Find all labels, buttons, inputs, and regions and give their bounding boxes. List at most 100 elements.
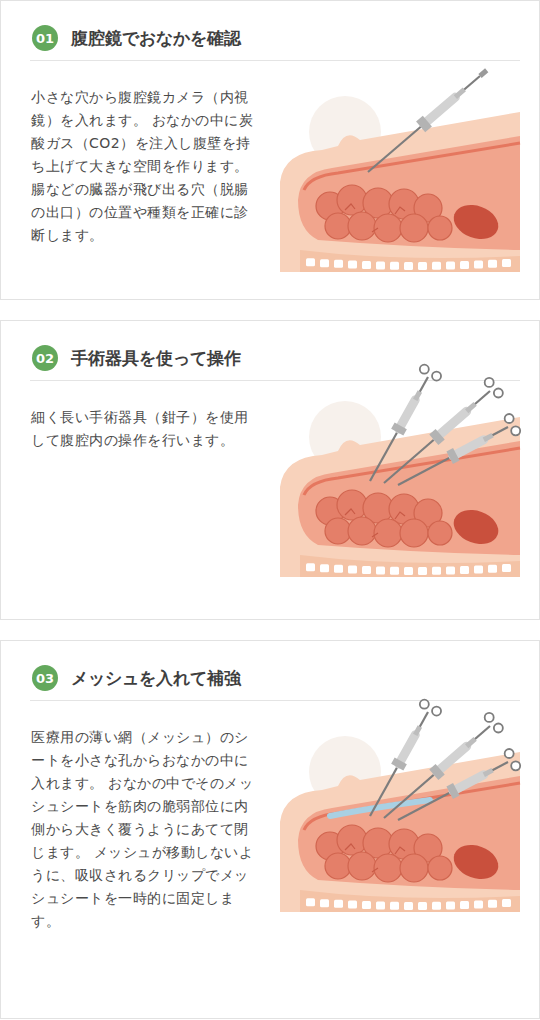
vertebra bbox=[502, 564, 511, 572]
step-number-circle: 01 bbox=[32, 25, 58, 51]
vertebra bbox=[376, 567, 385, 575]
intestine bbox=[325, 853, 351, 879]
trocar-valve bbox=[415, 392, 420, 400]
forceps-grip bbox=[505, 749, 514, 758]
forceps-grip bbox=[505, 414, 514, 423]
step-number-circle: 02 bbox=[32, 345, 58, 371]
forceps-grip bbox=[511, 426, 520, 435]
instrument-shaft bbox=[370, 712, 428, 816]
vertebra bbox=[334, 565, 343, 573]
vertebra bbox=[432, 567, 441, 575]
step-description: 小さな穴から腹腔鏡カメラ（内視鏡）を入れます。 おなかの中に炭酸ガス（CO2）を… bbox=[31, 86, 257, 247]
peritoneum bbox=[304, 143, 520, 190]
forceps-grip bbox=[494, 389, 503, 398]
intestine bbox=[337, 490, 367, 520]
surgical-instrument bbox=[368, 70, 487, 172]
intestine bbox=[400, 854, 428, 882]
trocar-cap bbox=[450, 789, 457, 792]
instrument-shaft bbox=[398, 762, 508, 820]
abdominal-wall bbox=[280, 112, 520, 272]
trocar bbox=[453, 775, 484, 791]
abdominal-wall bbox=[280, 417, 520, 577]
vertebra bbox=[362, 566, 371, 574]
vertebra bbox=[446, 566, 455, 574]
forceps-grip bbox=[420, 700, 429, 709]
abdomen-illustration bbox=[280, 365, 520, 577]
intestine bbox=[400, 214, 428, 242]
intestine bbox=[348, 517, 376, 545]
forceps-grip bbox=[420, 365, 429, 374]
forceps-grip bbox=[485, 713, 494, 722]
vertebra bbox=[474, 565, 483, 573]
vertebra bbox=[404, 567, 413, 575]
surgical-instrument bbox=[384, 378, 503, 483]
trocar-valve bbox=[484, 435, 493, 440]
vertebra bbox=[488, 900, 497, 908]
spine-band bbox=[300, 555, 520, 577]
vertebra bbox=[418, 902, 427, 910]
intestine bbox=[374, 214, 402, 242]
vertebra bbox=[390, 262, 399, 270]
intestine-fold bbox=[345, 844, 405, 872]
title-rule bbox=[30, 380, 520, 381]
title-rule bbox=[30, 60, 520, 61]
trocar-cap bbox=[397, 426, 400, 432]
vertebra bbox=[348, 261, 357, 269]
trocar bbox=[399, 400, 415, 429]
instrument-shaft bbox=[368, 76, 480, 172]
mesh-sheet bbox=[330, 800, 430, 816]
trocar-cap bbox=[397, 761, 400, 767]
vertebra bbox=[488, 260, 497, 268]
organ bbox=[449, 504, 503, 550]
intestine bbox=[337, 825, 367, 855]
trocar-valve bbox=[455, 89, 464, 97]
vertebra bbox=[474, 900, 483, 908]
peritoneum bbox=[304, 448, 520, 495]
trocar-valve bbox=[484, 770, 493, 775]
step-number-circle: 03 bbox=[32, 665, 58, 691]
abdominal-wall bbox=[280, 752, 520, 912]
intestine bbox=[374, 854, 402, 882]
abdominal-cavity bbox=[298, 776, 520, 890]
title-rule bbox=[30, 700, 520, 701]
trocar-cap bbox=[450, 454, 457, 457]
intestine bbox=[374, 519, 402, 547]
vertebra bbox=[306, 258, 315, 266]
peritoneum bbox=[304, 783, 520, 830]
vertebra bbox=[306, 898, 315, 906]
trocar bbox=[399, 735, 415, 764]
vertebra bbox=[362, 261, 371, 269]
forceps-grip bbox=[485, 378, 494, 387]
trocar bbox=[453, 440, 484, 456]
vertebra bbox=[376, 262, 385, 270]
surgical-instrument bbox=[398, 749, 520, 820]
vertebra bbox=[404, 262, 413, 270]
vertebra bbox=[390, 902, 399, 910]
step-card: 腹腔鏡でおなかを確認小さな穴から腹腔鏡カメラ（内視鏡）を入れます。 おなかの中に… bbox=[0, 0, 540, 300]
forceps-grip bbox=[432, 707, 441, 716]
trocar-cap bbox=[421, 121, 428, 127]
abdomen-illustration bbox=[280, 700, 520, 912]
vertebra bbox=[460, 566, 469, 574]
vertebra bbox=[460, 261, 469, 269]
vertebra bbox=[446, 261, 455, 269]
vertebra bbox=[362, 901, 371, 909]
step-description: 医療用の薄い網（メッシュ）のシートを小さな孔からおなかの中に入れます。 おなかの… bbox=[31, 726, 257, 933]
intestine bbox=[400, 519, 428, 547]
abdominal-cavity bbox=[298, 441, 520, 555]
spine-band bbox=[300, 890, 520, 912]
vertebra bbox=[502, 899, 511, 907]
organ bbox=[449, 199, 503, 245]
surgical-instrument bbox=[384, 713, 503, 818]
vertebra bbox=[334, 900, 343, 908]
vertebra bbox=[320, 259, 329, 267]
vertebra bbox=[320, 899, 329, 907]
intestine-fold bbox=[345, 509, 405, 537]
vertebra bbox=[502, 259, 511, 267]
vertebra bbox=[404, 902, 413, 910]
vertebra bbox=[474, 260, 483, 268]
trocar-valve bbox=[467, 739, 475, 746]
intestine bbox=[428, 856, 452, 880]
intestine bbox=[428, 521, 452, 545]
abdomen-illustration bbox=[280, 70, 520, 272]
